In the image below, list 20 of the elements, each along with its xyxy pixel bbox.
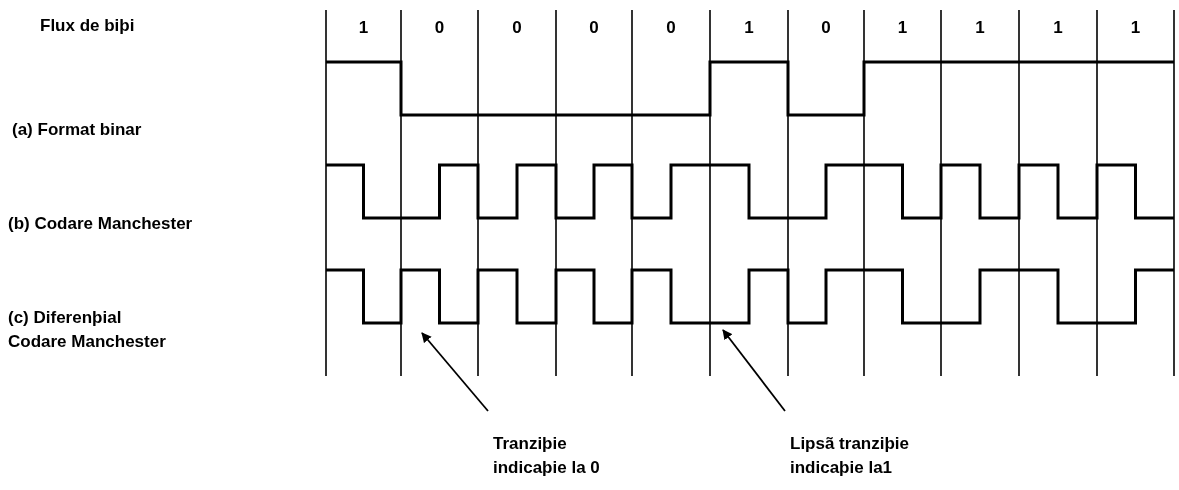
- bit-value: 0: [665, 17, 677, 39]
- annotation-text: Tranziþie indicaþie la 0: [493, 432, 628, 480]
- bit-value: 1: [357, 17, 370, 39]
- bit-value: 0: [588, 17, 600, 39]
- differential-manchester-waveform: [326, 268, 1174, 325]
- bit-value: 1: [743, 17, 755, 39]
- annotation-text: Lipsã tranziþie indicaþie la1: [790, 432, 940, 480]
- leader-arrow: [722, 329, 786, 412]
- bit-value: 0: [820, 17, 832, 39]
- bit-value: 0: [511, 17, 523, 39]
- bit-value: 1: [1129, 17, 1142, 39]
- bit-value: 0: [433, 17, 446, 39]
- bit-value: 1: [896, 17, 909, 39]
- row-label: (c) Diferenþial Codare Manchester: [8, 307, 167, 353]
- row-label: (b) Codare Manchester: [8, 213, 194, 235]
- row-label: Flux de biþi: [40, 15, 136, 37]
- leader-arrow: [421, 332, 489, 412]
- row-label: (a) Format binar: [12, 119, 143, 141]
- bit-value: 1: [1052, 17, 1064, 39]
- bit-value: 1: [974, 17, 986, 39]
